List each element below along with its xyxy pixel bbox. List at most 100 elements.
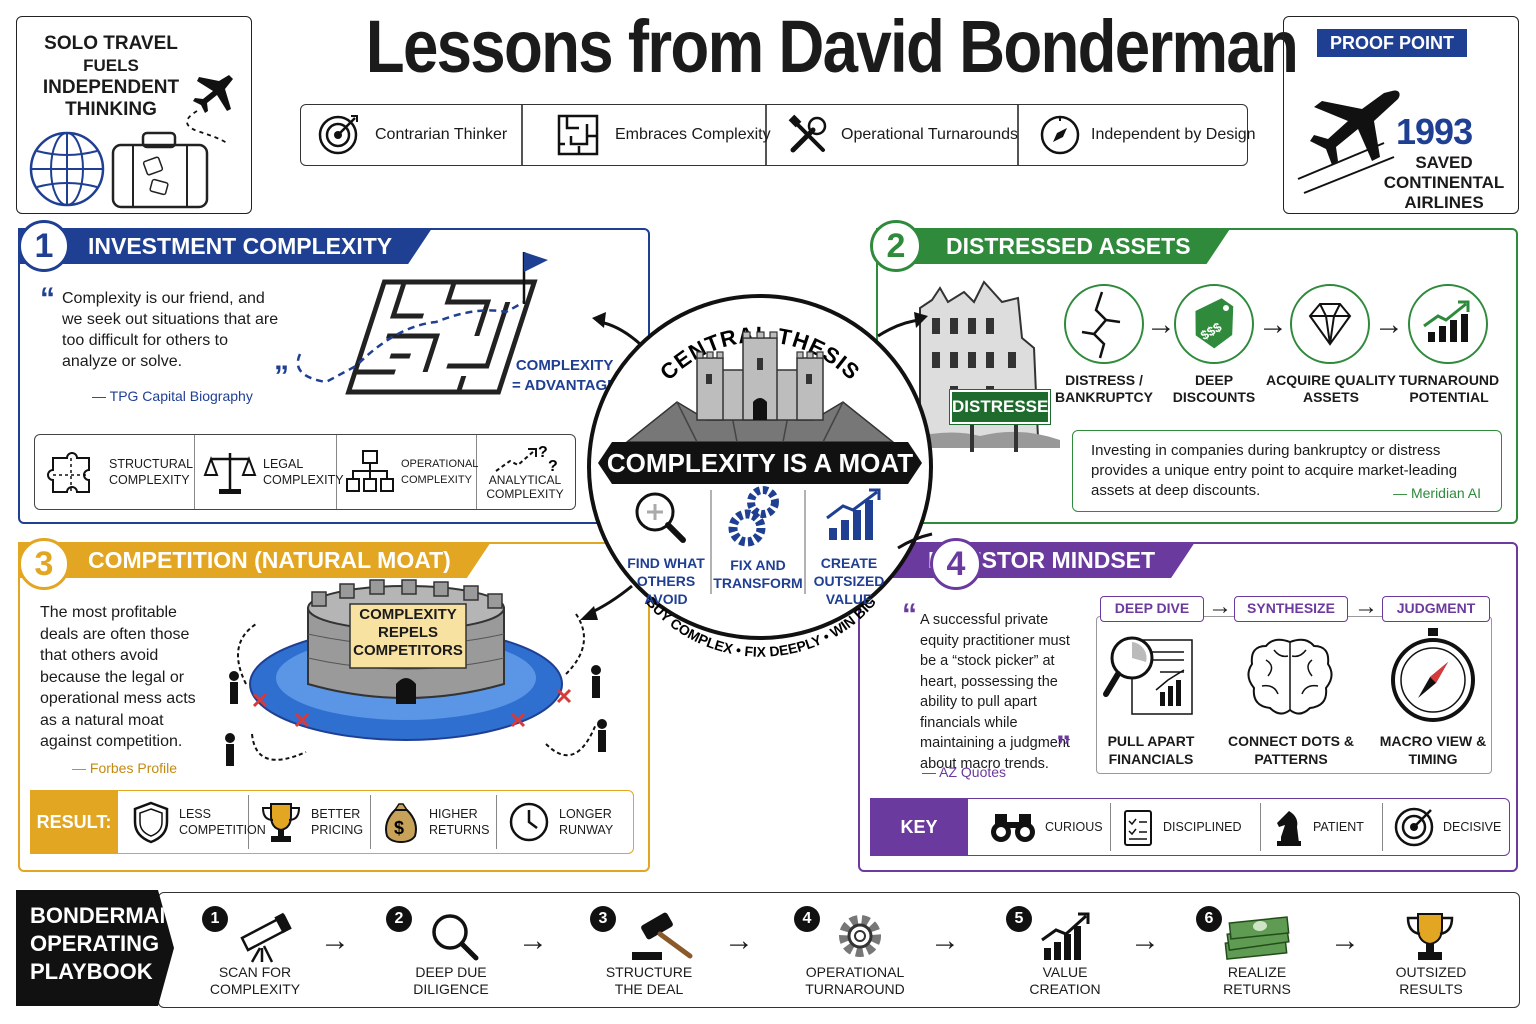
values-bar: Contrarian Thinker Embraces Complexity O…	[300, 104, 1256, 166]
playbook-step-line: DEEP DUE	[415, 964, 487, 980]
castle-sign-line: COMPETITORS	[353, 642, 463, 659]
trophy-icon	[261, 803, 301, 842]
money-bag-symbol: $	[394, 818, 404, 838]
panel-2-number: 2	[870, 220, 922, 272]
maze-label-2: = ADVANTAGE	[512, 377, 618, 394]
step-arrow: →	[1374, 308, 1404, 341]
svg-text:?: ?	[538, 444, 548, 461]
castle-moat-illustration	[225, 579, 607, 766]
value-complexity: Embraces Complexity	[523, 105, 771, 165]
complexity-structural: STRUCTURAL COMPLEXITY	[35, 435, 195, 509]
result-better-pricing: BETTER PRICING	[249, 795, 371, 849]
panel-1-quote: Complexity is our friend, and we seek ou…	[62, 290, 279, 370]
result-label-text: LESS COMPETITION	[179, 807, 266, 837]
growth-chart-icon	[826, 488, 881, 540]
trait-decisive: DECISIVE	[1383, 803, 1513, 851]
step-arrow: →	[1146, 308, 1176, 341]
playbook-arrow: →	[1330, 924, 1360, 957]
proof-line-1: SAVED	[1415, 153, 1473, 172]
gears-icon	[728, 486, 779, 547]
playbook-arrow: →	[1130, 924, 1160, 957]
playbook-arrow: →	[724, 924, 754, 957]
stage-deep-dive: DEEP DIVE	[1100, 596, 1204, 622]
playbook-step-number: 1	[202, 906, 228, 932]
maze-label: COMPLEXITY = ADVANTAGE	[512, 356, 617, 396]
close-quote-icon: ”	[1056, 730, 1071, 763]
money-bag-icon: $	[385, 803, 417, 844]
central-step-fix: FIX AND TRANSFORM	[713, 557, 803, 591]
playbook-step-line: VALUE	[1042, 964, 1088, 980]
panel-3-quote: The most profitable deals are often thos…	[40, 604, 196, 750]
trait-curious: CURIOUS	[971, 803, 1111, 851]
gavel-icon	[632, 912, 693, 960]
stage-synthesize: SYNTHESIZE	[1234, 596, 1348, 622]
result-less-competition: LESS COMPETITION	[119, 795, 266, 849]
acquire-circle	[1290, 284, 1370, 364]
proof-point-card: PROOF POINT 1993 SAVED CONTINENTAL AIRLI…	[1283, 16, 1519, 214]
solo-line-2: FUELS	[83, 56, 139, 75]
value-independent: Independent by Design	[1019, 105, 1256, 165]
playbook-arrow: →	[930, 924, 960, 957]
tools-icon	[788, 114, 827, 153]
open-quote-icon: “	[40, 282, 55, 315]
suitcase-icon	[111, 131, 209, 209]
shield-icon	[133, 801, 169, 844]
panel-investment-complexity: INVESTMENT COMPLEXITY 1 “ Complexity is …	[18, 220, 650, 524]
value-label: Independent by Design	[1091, 126, 1256, 143]
acquire-step-label: ACQUIRE QUALITY ASSETS	[1266, 372, 1396, 405]
playbook-step-number: 5	[1006, 906, 1032, 932]
central-step-find: FIND WHAT OTHERS AVOID	[627, 555, 705, 607]
value-chart-icon	[1041, 912, 1090, 960]
trait-label: PATIENT	[1313, 820, 1364, 834]
stage-label-macro: MACRO VIEW & TIMING	[1379, 733, 1487, 767]
panel-1-quote-block: “ Complexity is our friend, and we seek …	[40, 282, 289, 392]
trait-patient: PATIENT	[1261, 803, 1383, 851]
castle-sign: COMPLEXITY REPELS COMPETITORS	[350, 606, 466, 660]
complexity-label: OPERATIONAL COMPLEXITY	[401, 458, 479, 486]
panel-1-title: INVESTMENT COMPLEXITY	[18, 228, 432, 264]
playbook-step-number: 6	[1196, 906, 1222, 932]
playbook-step-line: OPERATIONAL	[805, 964, 905, 980]
page-title: Lessons from David Bonderman	[365, 5, 1299, 88]
complexity-label: LEGAL COMPLEXITY	[263, 457, 344, 487]
playbook-step-number: 4	[794, 906, 820, 932]
diamond-icon	[1308, 303, 1352, 346]
solo-line-1: SOLO TRAVEL	[44, 33, 178, 54]
compass-icon	[1391, 628, 1475, 722]
stage-arrow: →	[1208, 593, 1232, 620]
playbook-step-line: DILIGENCE	[413, 981, 489, 997]
playbook-head-line: BONDERMAN	[30, 903, 176, 928]
complexity-moat-banner: COMPLEXITY IS A MOAT	[598, 442, 922, 484]
result-label-text: HIGHER RETURNS	[429, 807, 490, 837]
panel-2-quote-box: Investing in companies during bankruptcy…	[1072, 430, 1502, 512]
result-box: RESULT: LESS COMPETITION BETTER PRICING …	[30, 790, 634, 854]
castle-sign-line: COMPLEXITY	[359, 606, 457, 623]
distress-circle	[1064, 284, 1144, 364]
value-contrarian: Contrarian Thinker	[301, 105, 523, 165]
scales-icon	[203, 453, 257, 494]
solo-line-4: THINKING	[65, 99, 157, 120]
airplane-icon	[186, 75, 233, 144]
proof-line-2: CONTINENTAL	[1383, 173, 1505, 192]
distressed-sign: DISTRESSED	[949, 389, 1061, 425]
stage-arrow: →	[1354, 593, 1378, 620]
compass-icon	[1040, 115, 1080, 155]
maze-label-1: COMPLEXITY	[515, 357, 614, 374]
turnaround-circle	[1408, 284, 1488, 364]
proof-point-badge: PROOF POINT	[1317, 29, 1467, 57]
result-label-text: BETTER PRICING	[311, 807, 364, 837]
playbook-step-line: REALIZE	[1227, 964, 1287, 980]
trait-label: DISCIPLINED	[1163, 820, 1242, 834]
svg-text:?: ?	[548, 458, 558, 475]
playbook-arrow: →	[320, 924, 350, 957]
gear-icon	[839, 915, 881, 957]
financials-magnifier-icon	[1103, 636, 1193, 715]
playbook-step-line: COMPLEXITY	[209, 981, 301, 997]
playbook-head-line: PLAYBOOK	[30, 959, 153, 984]
maze-flag-illustration	[296, 252, 548, 395]
maze-icon	[557, 114, 599, 156]
